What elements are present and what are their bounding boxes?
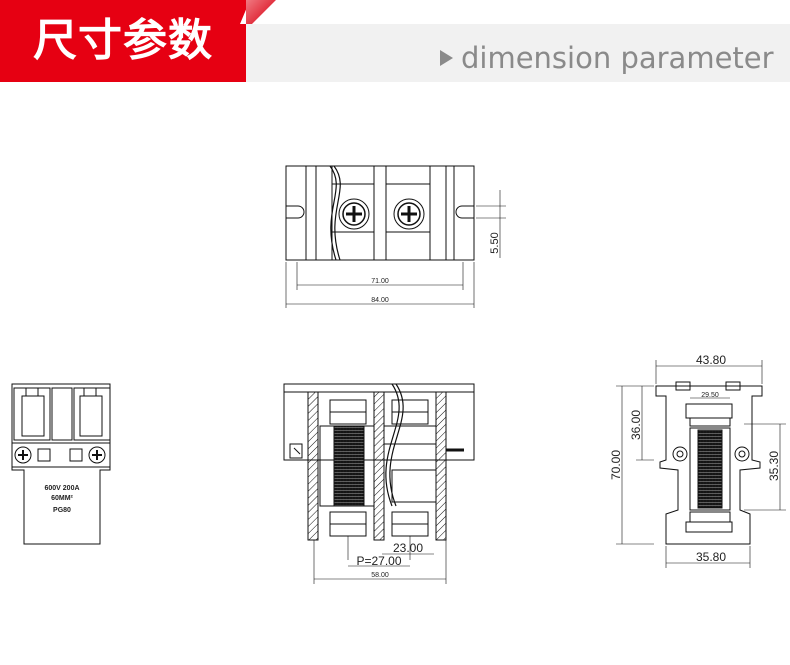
dim-top-inner-width: 71.00 xyxy=(371,278,389,285)
dim-section-pitch-a: 23.00 xyxy=(393,541,423,555)
dim-side-total-height: 70.00 xyxy=(609,450,623,480)
front-view: 600V 200A 60MM² PG80 xyxy=(11,383,111,545)
front-screw-left-icon xyxy=(14,446,32,464)
subtitle-text: dimension parameter xyxy=(461,41,774,75)
front-label-size: 60MM² xyxy=(51,495,73,502)
right-mount-slot xyxy=(455,205,474,219)
dim-section-width: 58.00 xyxy=(371,572,389,579)
dim-top-total-width: 84.00 xyxy=(371,297,389,304)
dim-top-height: 5.50 xyxy=(489,232,501,253)
dim-side-base-width: 35.80 xyxy=(696,550,726,564)
header-band: 尺寸参数 dimension parameter xyxy=(0,0,790,82)
dimension-drawing: 71.00 84.00 5.50 600V xyxy=(0,82,790,660)
dim-side-top-width: 43.80 xyxy=(696,353,726,367)
dim-side-inner-width: 29.50 xyxy=(701,392,719,399)
section-title: 尺寸参数 xyxy=(33,15,213,66)
dim-side-right-height: 35.30 xyxy=(767,451,781,481)
front-label-model: PG80 xyxy=(53,507,71,514)
title-block xyxy=(0,0,246,82)
title-fold-decoration xyxy=(246,0,276,24)
screw-left-icon xyxy=(338,198,370,230)
left-mount-slot xyxy=(286,205,305,219)
side-view: 43.80 29.50 36.00 70.00 35.30 35.80 xyxy=(609,353,786,568)
section-view: 23.00 P=27.00 58.00 xyxy=(283,383,475,584)
side-view-outline xyxy=(655,385,763,545)
front-screw-right-icon xyxy=(88,446,106,464)
dim-side-upper-height: 36.00 xyxy=(629,410,643,440)
front-view-outline xyxy=(11,383,111,545)
screw-right-icon xyxy=(393,198,425,230)
dim-section-pitch-p: P=27.00 xyxy=(356,554,401,568)
front-label-rating: 600V 200A xyxy=(44,485,79,492)
header-gray-bar xyxy=(240,24,790,82)
triangle-right-icon xyxy=(440,50,453,66)
section-subtitle: dimension parameter xyxy=(440,38,774,78)
top-view: 71.00 84.00 5.50 xyxy=(285,165,506,308)
